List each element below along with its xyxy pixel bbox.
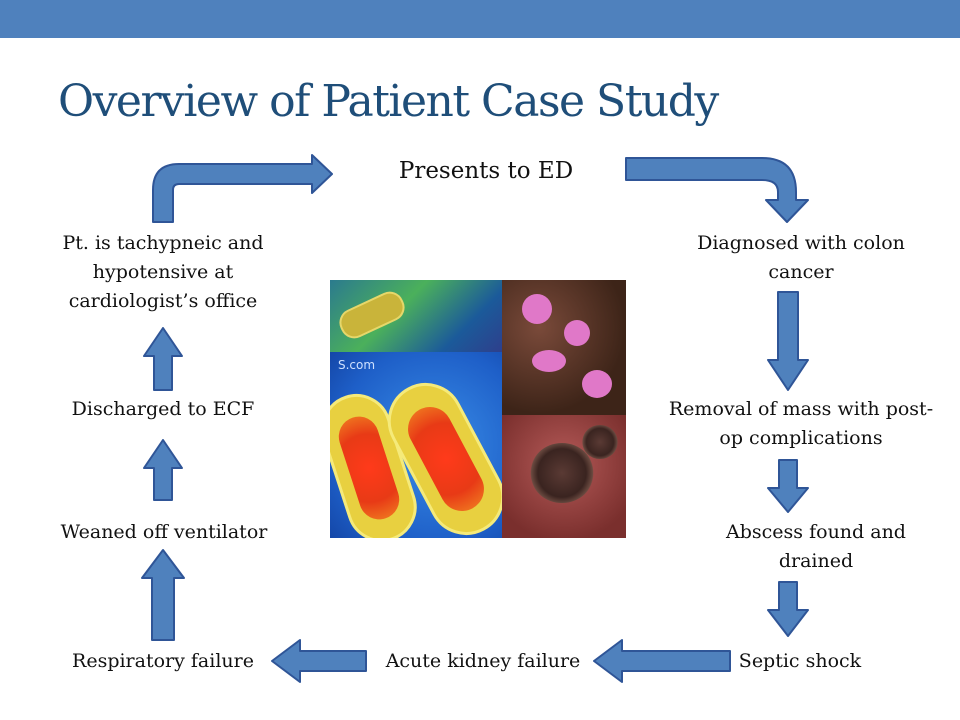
up-arrow-respiratory-weaned — [141, 549, 185, 641]
rod-bacterium — [334, 287, 410, 343]
virus-particle — [530, 443, 594, 503]
step-acute-kidney-failure: Acute kidney failure — [385, 650, 581, 672]
down-arrow-abscess-septic — [767, 581, 809, 637]
image-watermark: S.com — [338, 358, 376, 372]
step-discharged-to-ecf: Discharged to ECF — [71, 398, 255, 420]
left-arrow-septic-aki — [593, 639, 731, 683]
curved-arrow-to-ed — [152, 154, 333, 223]
bacterium-tile — [330, 280, 502, 352]
step-weaned-off-ventilator: Weaned off ventilator — [60, 521, 268, 543]
virus-tile — [502, 415, 626, 538]
step-removal-of-mass: Removal of mass with post-op complicatio… — [668, 398, 934, 449]
step-abscess-drained: Abscess found and drained — [726, 521, 906, 572]
bacteria-closeup-tile: S.com — [330, 352, 502, 538]
up-arrow-discharged-tachypneic — [143, 327, 183, 391]
step-presents-to-ed: Presents to ED — [398, 158, 574, 184]
microorganism-collage-image: S.com — [330, 280, 626, 538]
step-respiratory-failure: Respiratory failure — [72, 650, 254, 672]
down-arrow-removal-abscess — [767, 459, 809, 513]
step-tachypneic-hypotensive: Pt. is tachypneic and hypotensive at car… — [62, 232, 264, 312]
step-septic-shock: Septic shock — [738, 650, 862, 672]
virus-particle — [582, 425, 618, 459]
up-arrow-weaned-discharged — [143, 439, 183, 501]
left-arrow-aki-respiratory — [271, 639, 367, 683]
fungus-tile — [502, 280, 626, 415]
curved-arrow-to-diagnosed — [625, 157, 809, 223]
slide-title: Overview of Patient Case Study — [58, 76, 719, 127]
step-diagnosed-colon-cancer: Diagnosed with colon cancer — [697, 232, 905, 283]
top-accent-bar — [0, 0, 960, 38]
down-arrow-diagnosed-removal — [767, 291, 809, 391]
